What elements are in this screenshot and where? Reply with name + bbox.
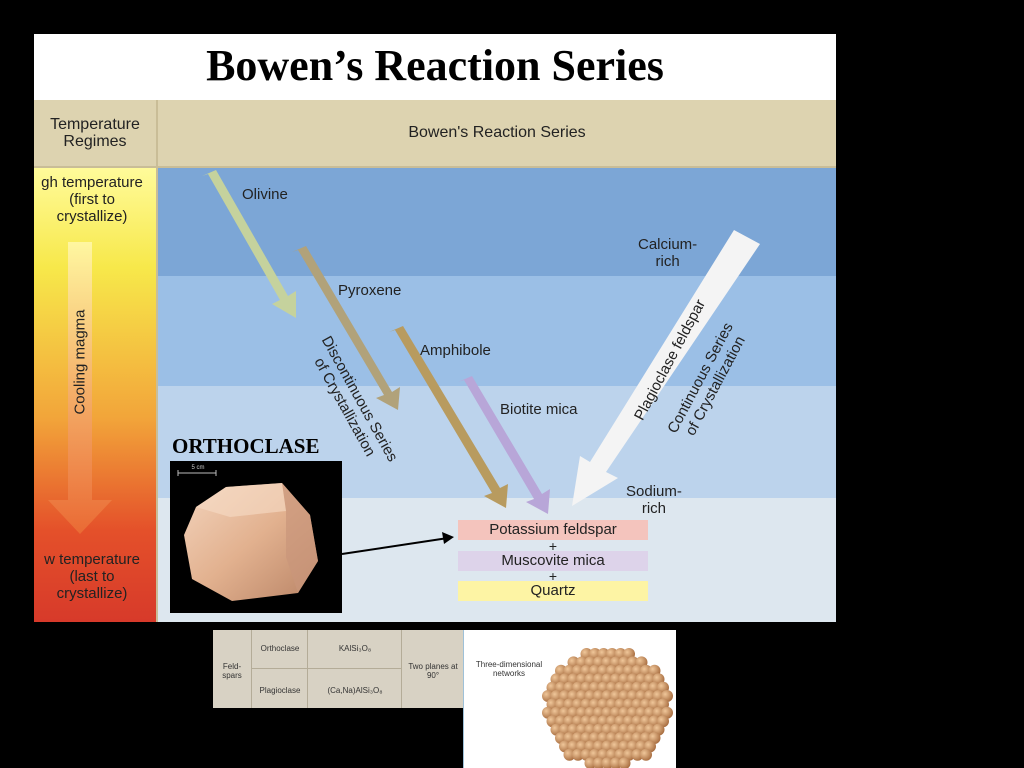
plus-sign-1: + <box>548 538 558 554</box>
muscovite-mica-box: Muscovite mica <box>458 551 648 571</box>
cooling-arrow <box>48 242 112 534</box>
orthoclase-label: ORTHOCLASE <box>172 434 320 458</box>
quartz-box: Quartz <box>458 581 648 601</box>
feldspar-table: Feld- spars Orthoclase KAlSi₃O₈ Plagiocl… <box>213 630 463 708</box>
orthoclase-row-name: Orthoclase <box>260 644 300 653</box>
temperature-gradient-column: gh temperature (first to crystallize) Co… <box>34 168 158 622</box>
low-temperature-label: w temperature (last to crystallize) <box>44 551 140 602</box>
slide-title: Bowen’s Reaction Series <box>206 41 664 90</box>
high-temperature-label: gh temperature (first to crystallize) <box>41 174 143 225</box>
orthoclase-rock-image <box>177 470 318 601</box>
biotite-arrow <box>458 376 550 514</box>
potassium-feldspar-box: Potassium feldspar <box>458 520 648 540</box>
sodium-rich-label: Sodium- rich <box>626 483 682 517</box>
feldspars-group-label: Feld- spars <box>222 662 242 680</box>
cleavage-cell: Two planes at 90° <box>408 662 458 680</box>
network-structure-panel: Three-dimensional networks <box>463 630 676 768</box>
amphibole-label: Amphibole <box>420 342 491 359</box>
header-temperature-regimes: Temperature Regimes <box>34 100 158 168</box>
pyroxene-label: Pyroxene <box>338 282 402 299</box>
arrows-layer <box>202 170 760 555</box>
orthoclase-pointer <box>341 537 449 555</box>
plagioclase-row-formula: (Ca,Na)AlSi₃O₈ <box>327 686 383 695</box>
orthoclase-photo: 5 cm <box>170 461 342 613</box>
title-bar <box>34 34 836 100</box>
bowen-diagram: Temperature Regimes Bowen's Reaction Ser… <box>34 100 836 622</box>
header-series: Bowen's Reaction Series <box>158 100 836 168</box>
plus-sign-2: + <box>548 568 558 584</box>
plagioclase-arrow <box>572 230 760 506</box>
pyroxene-arrow <box>292 246 400 410</box>
olivine-arrow <box>202 170 296 318</box>
temperature-regimes-label: Temperature Regimes <box>50 116 140 150</box>
olivine-label: Olivine <box>242 186 288 203</box>
biotite-mica-label: Biotite mica <box>500 401 578 418</box>
orthoclase-pointer-head <box>442 532 454 544</box>
calcium-rich-label: Calcium- rich <box>638 236 698 270</box>
series-header-label: Bowen's Reaction Series <box>408 124 586 141</box>
structure-label: Three-dimensional networks <box>475 660 543 678</box>
three-d-network-image <box>542 648 673 768</box>
plagioclase-row-name: Plagioclase <box>259 686 301 695</box>
scale-bar-label: 5 cm <box>191 465 205 471</box>
orthoclase-row-formula: KAlSi₃O₈ <box>338 644 372 653</box>
amphibole-arrow <box>389 326 508 508</box>
